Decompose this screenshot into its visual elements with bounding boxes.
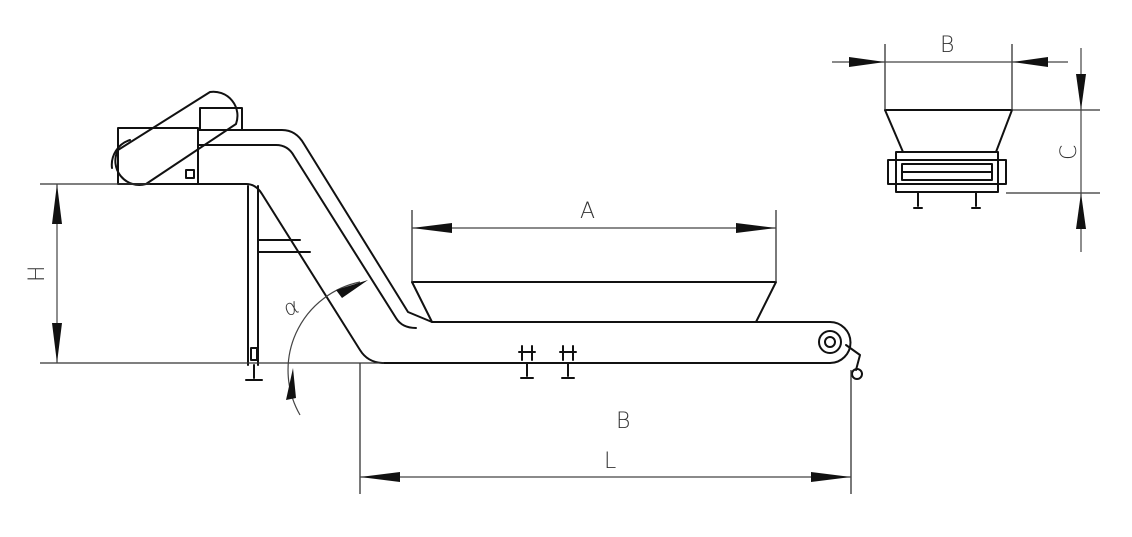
side-view: A H α B L	[25, 90, 863, 494]
drive-motor	[110, 90, 243, 186]
dimension-a: A	[412, 199, 776, 233]
label-l: L	[604, 449, 616, 474]
label-b-side: B	[616, 409, 630, 434]
foot-bracket-1	[518, 345, 536, 379]
label-b-end: B	[940, 33, 954, 58]
label-h: H	[25, 265, 50, 282]
foot-bracket-2	[559, 345, 577, 379]
dimension-l: L	[360, 449, 851, 482]
angle-alpha: α	[280, 280, 368, 416]
label-a: A	[580, 199, 595, 224]
end-view: B C	[832, 33, 1100, 252]
dimension-h: H	[25, 183, 384, 364]
hopper	[411, 210, 777, 323]
dimension-b-side: B	[359, 363, 852, 494]
label-c: C	[1057, 145, 1082, 160]
conveyor-body	[149, 129, 863, 381]
label-alpha: α	[280, 294, 302, 322]
